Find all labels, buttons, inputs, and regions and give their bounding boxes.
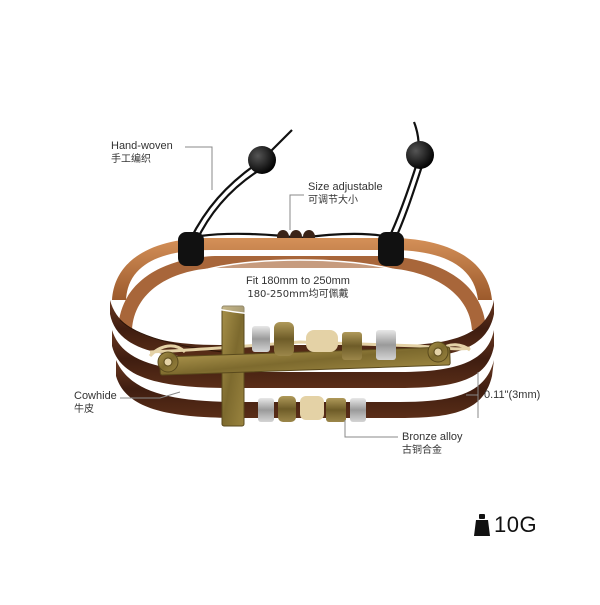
- bronze-alloy-label: Bronze alloy 古铜合金: [402, 431, 463, 456]
- hand-woven-label: Hand-woven 手工编织: [111, 140, 173, 165]
- size-adjustable-label: Size adjustable 可调节大小: [308, 181, 383, 206]
- weight-badge: 10G: [474, 512, 537, 538]
- thickness-label: 0.11"(3mm): [484, 389, 541, 401]
- black-bead-right: [406, 141, 434, 169]
- fit-label: Fit 180mm to 250mm 180-250mm均可佩戴: [246, 275, 350, 300]
- upper-beads: [252, 322, 396, 360]
- cord-wrap-left: [178, 232, 204, 266]
- weight-value: 10G: [494, 512, 538, 537]
- callout-lines: [120, 146, 479, 438]
- weight-icon: [474, 514, 490, 536]
- cowhide-label: Cowhide 牛皮: [74, 390, 117, 415]
- lower-beads: [258, 396, 366, 422]
- fit-ellipse: [174, 259, 426, 317]
- black-bead-left: [248, 146, 276, 174]
- cord-wrap-right: [378, 232, 404, 266]
- adjustable-cord: [189, 121, 424, 245]
